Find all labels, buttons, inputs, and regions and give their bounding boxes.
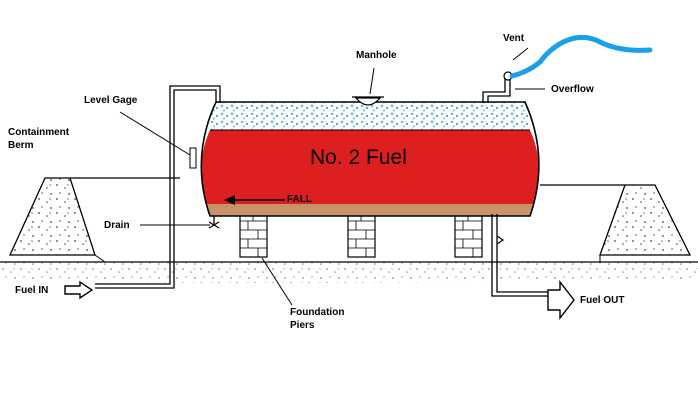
fuel-out-label: Fuel OUT xyxy=(580,295,625,306)
fuel-tank xyxy=(200,101,540,217)
vent-plume xyxy=(509,34,653,79)
fuel-out-pipe xyxy=(491,214,548,297)
containment-floor xyxy=(94,254,601,263)
vent-label: Vent xyxy=(503,33,525,44)
fall-label: FALL xyxy=(287,194,312,205)
drain-valve xyxy=(140,216,220,229)
foundation-pier-middle xyxy=(347,211,376,258)
overflow-label: Overflow xyxy=(551,84,594,95)
containment-berm-right xyxy=(540,184,692,256)
fill-pipe xyxy=(95,85,221,289)
containment-berm-left xyxy=(8,177,180,256)
foundation-pier-right xyxy=(454,211,483,258)
tank-contents-label: No. 2 Fuel xyxy=(310,146,407,169)
fuel-in-arrow xyxy=(64,280,94,300)
fuel-in-label: Fuel IN xyxy=(15,285,49,296)
manhole xyxy=(352,67,384,106)
foundation-piers-label-line1: Foundation xyxy=(290,307,345,318)
foundation-pier-left xyxy=(239,211,268,258)
level-gage xyxy=(119,111,197,169)
drain-label: Drain xyxy=(104,220,130,231)
manhole-label: Manhole xyxy=(356,50,397,61)
containment-berm-label-line1: Containment xyxy=(8,127,70,138)
fall-arrow xyxy=(224,195,285,205)
fuel-out-arrow xyxy=(547,279,575,321)
foundation-piers-label-line2: Piers xyxy=(290,320,315,331)
vent-pipe xyxy=(482,47,545,103)
ground-line xyxy=(0,261,698,283)
level-gage-label: Level Gage xyxy=(84,95,138,106)
foundation-leader xyxy=(261,257,293,306)
containment-berm-label-line2: Berm xyxy=(8,140,34,151)
